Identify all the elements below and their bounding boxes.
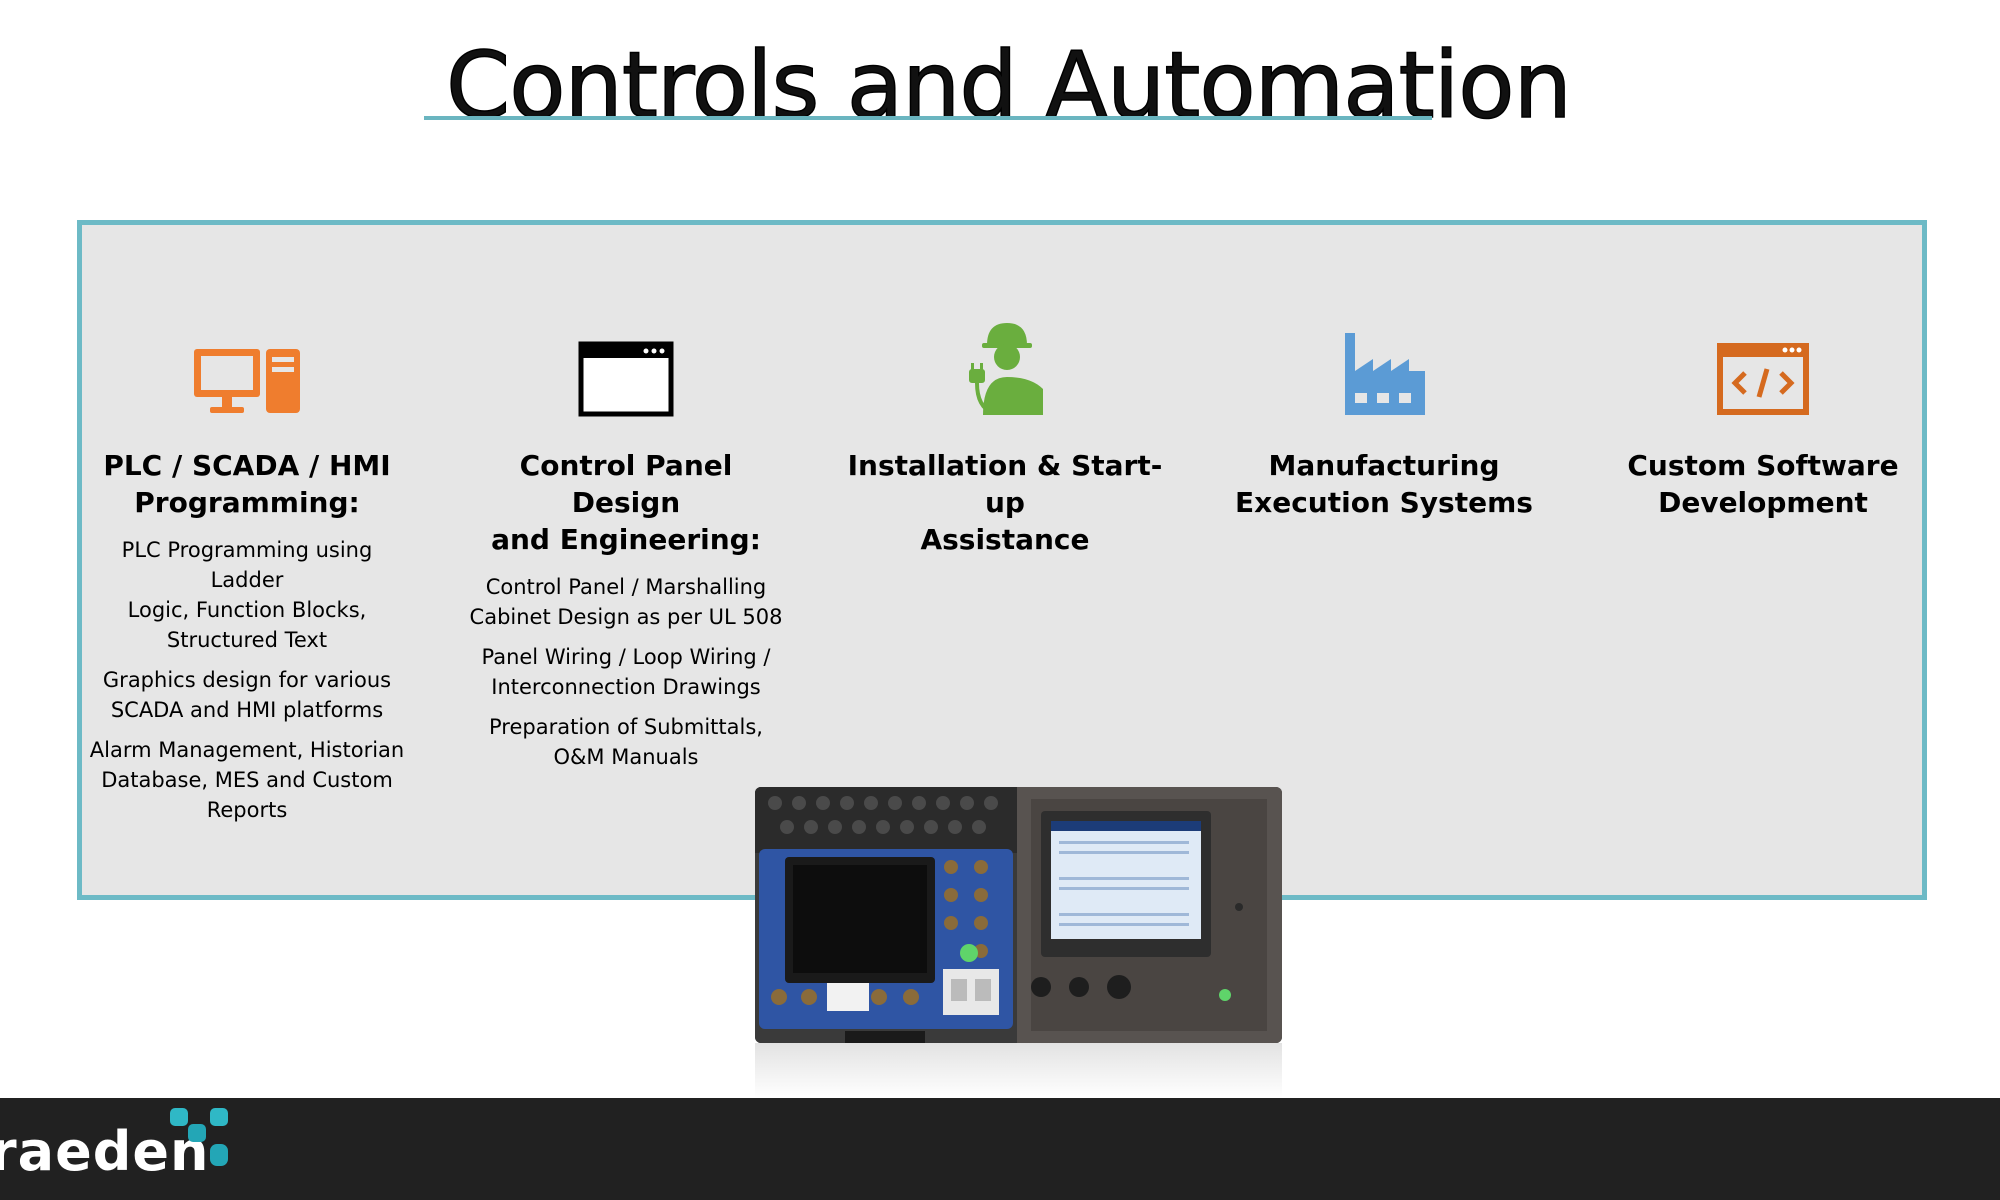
service-installation-startup: Installation & Start-up Assistance — [845, 323, 1165, 572]
service-bullet: Alarm Management, Historian Database, ME… — [89, 738, 405, 822]
factory-icon — [1224, 325, 1544, 417]
service-bullet: Graphics design for various SCADA and HM… — [102, 668, 392, 722]
code-window-icon — [1603, 325, 1923, 417]
service-title: Custom Software Development — [1627, 449, 1899, 519]
footer-bar: raeden — [0, 1098, 2000, 1200]
service-title: Control Panel Design and Engineering: — [491, 449, 761, 556]
services-panel: PLC / SCADA / HMI Programming: PLC Progr… — [77, 220, 1927, 900]
service-title: Installation & Start-up Assistance — [847, 449, 1163, 556]
service-title: PLC / SCADA / HMI Programming: — [103, 449, 391, 519]
service-title: Manufacturing Execution Systems — [1235, 449, 1533, 519]
photo-reflection — [755, 1043, 1282, 1098]
service-bullet: PLC Programming using Ladder Logic, Func… — [121, 538, 373, 652]
service-bullet: Preparation of Submittals, O&M Manuals — [489, 715, 763, 769]
service-custom-software: Custom Software Development — [1603, 325, 1923, 535]
computer-icon — [87, 325, 407, 417]
control-equipment-photo — [755, 787, 1282, 1043]
window-icon — [466, 325, 786, 417]
company-logo-icon — [170, 1108, 228, 1166]
service-plc-scada-hmi: PLC / SCADA / HMI Programming: PLC Progr… — [87, 325, 407, 835]
worker-icon — [845, 323, 1165, 417]
service-control-panel-design: Control Panel Design and Engineering: Co… — [466, 325, 786, 782]
company-logo-text: raeden — [0, 1120, 210, 1183]
service-manufacturing-execution: Manufacturing Execution Systems — [1224, 325, 1544, 535]
service-bullet: Control Panel / Marshalling Cabinet Desi… — [469, 575, 783, 629]
service-bullet: Panel Wiring / Loop Wiring / Interconnec… — [481, 645, 771, 699]
title-underline — [424, 116, 1432, 120]
